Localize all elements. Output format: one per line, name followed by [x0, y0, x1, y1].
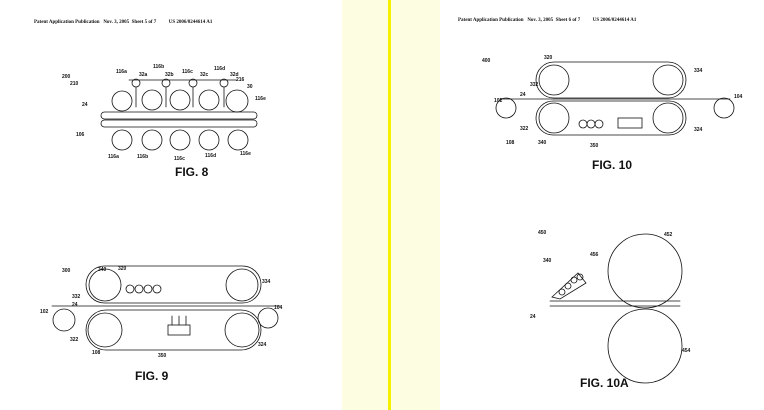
patent-drawings: 200210 116a116b116c116d 32a32b32c32d 216… [0, 0, 342, 410]
svg-text:320: 320 [544, 55, 553, 61]
svg-text:32b: 32b [165, 72, 174, 78]
figure-label: FIG. 8 [175, 165, 208, 179]
svg-text:116b: 116b [153, 64, 164, 70]
svg-text:322: 322 [70, 337, 79, 343]
svg-text:456: 456 [590, 252, 599, 258]
svg-text:324: 324 [258, 342, 267, 348]
figure-label: FIG. 10 [592, 158, 632, 172]
svg-text:322: 322 [520, 126, 529, 132]
svg-text:108: 108 [506, 140, 515, 146]
patent-page-5: Patent Application Publication Nov. 3, 2… [0, 0, 342, 410]
fig-8-drawing [101, 79, 257, 150]
figure-label: FIG. 10A [580, 376, 629, 390]
svg-text:24: 24 [520, 92, 526, 98]
svg-text:200: 200 [62, 74, 71, 80]
svg-text:450: 450 [538, 230, 547, 236]
svg-text:102: 102 [40, 309, 49, 315]
svg-text:340: 340 [543, 258, 552, 264]
svg-text:116e: 116e [240, 151, 251, 157]
svg-text:24: 24 [72, 302, 78, 308]
svg-text:324: 324 [694, 127, 703, 133]
page-divider [388, 0, 391, 410]
svg-text:116d: 116d [214, 66, 225, 72]
svg-text:350: 350 [590, 143, 599, 149]
svg-text:116a: 116a [116, 69, 127, 75]
svg-text:116b: 116b [137, 154, 148, 160]
svg-text:104: 104 [734, 94, 743, 100]
svg-text:400: 400 [482, 58, 491, 64]
svg-text:102: 102 [494, 98, 503, 104]
svg-text:334: 334 [262, 279, 271, 285]
svg-text:116d: 116d [205, 153, 216, 159]
svg-text:30: 30 [247, 84, 253, 90]
svg-text:116c: 116c [182, 69, 193, 75]
svg-text:332: 332 [72, 294, 81, 300]
svg-text:32c: 32c [200, 72, 209, 78]
svg-text:454: 454 [682, 348, 691, 354]
svg-text:108: 108 [92, 350, 101, 356]
svg-text:106: 106 [76, 132, 85, 138]
figure-label: FIG. 9 [135, 369, 168, 383]
svg-text:116c: 116c [174, 156, 185, 162]
svg-text:320: 320 [118, 266, 127, 272]
patent-drawings: 400 320 334 332 24 102 104 322 324 108 340 350 450… [440, 0, 764, 410]
fig-10a-drawing [550, 234, 682, 383]
svg-text:116a: 116a [108, 154, 119, 160]
svg-text:24: 24 [82, 102, 88, 108]
fig-9-drawing [52, 266, 280, 350]
svg-text:216: 216 [236, 77, 245, 83]
svg-text:340: 340 [538, 140, 547, 146]
svg-text:116e: 116e [255, 96, 266, 102]
patent-page-6: Patent Application Publication Nov. 3, 2… [440, 0, 764, 410]
page-gutter [342, 0, 440, 410]
svg-text:300: 300 [62, 268, 71, 274]
svg-text:24: 24 [530, 314, 536, 320]
svg-text:334: 334 [694, 68, 703, 74]
svg-text:452: 452 [664, 232, 673, 238]
svg-text:32a: 32a [139, 72, 148, 78]
svg-text:332: 332 [530, 82, 539, 88]
svg-text:350: 350 [158, 353, 167, 359]
svg-text:210: 210 [70, 81, 79, 87]
